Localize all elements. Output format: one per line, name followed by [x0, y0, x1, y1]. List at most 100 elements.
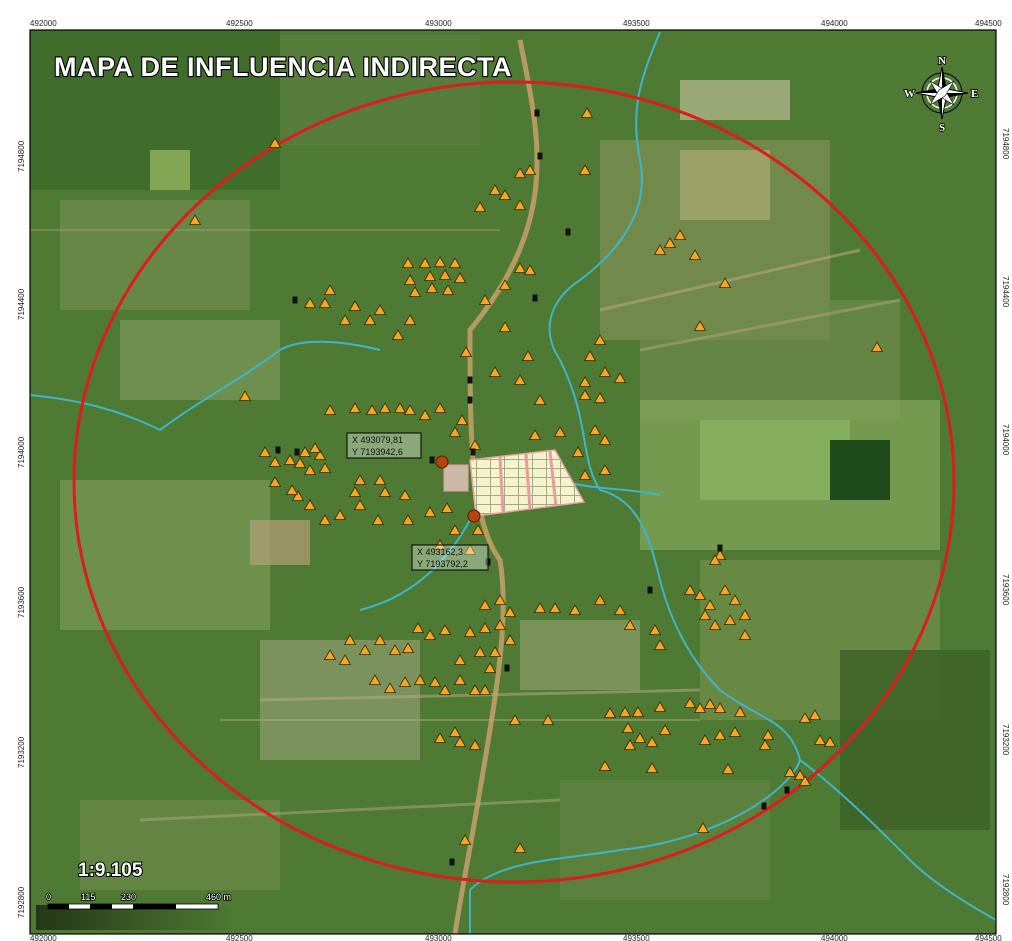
- influence-area-circle: [72, 80, 956, 884]
- house-marker: [423, 629, 437, 640]
- svg-text:X 493162,3: X 493162,3: [417, 547, 463, 557]
- house-marker: [793, 769, 807, 780]
- house-marker: [348, 486, 362, 497]
- svg-text:7193200: 7193200: [1001, 724, 1010, 756]
- house-marker: [371, 514, 385, 525]
- house-marker: [373, 474, 387, 485]
- house-marker: [645, 736, 659, 747]
- house-marker: [473, 201, 487, 212]
- house-marker: [323, 404, 337, 415]
- house-marker: [438, 269, 452, 280]
- house-marker: [438, 624, 452, 635]
- house-marker: [453, 654, 467, 665]
- svg-text:7193600: 7193600: [1001, 574, 1010, 606]
- house-marker: [478, 684, 492, 695]
- house-marker: [313, 449, 327, 460]
- house-marker: [378, 402, 392, 413]
- house-marker: [403, 274, 417, 285]
- house-marker: [398, 489, 412, 500]
- house-marker: [693, 589, 707, 600]
- compass-rose-icon: N S E W: [903, 54, 979, 134]
- infrastructure-marker: [534, 109, 540, 117]
- house-marker: [523, 164, 537, 175]
- infrastructure-marker: [761, 802, 767, 810]
- house-marker: [623, 619, 637, 630]
- house-marker: [391, 329, 405, 340]
- house-marker: [683, 584, 697, 595]
- svg-text:Y 7193942,6: Y 7193942,6: [352, 447, 403, 457]
- house-marker: [733, 706, 747, 717]
- infrastructure-marker: [532, 294, 538, 302]
- house-marker: [568, 604, 582, 615]
- house-marker: [318, 514, 332, 525]
- house-marker: [498, 321, 512, 332]
- house-marker: [703, 698, 717, 709]
- house-marker: [503, 634, 517, 645]
- house-marker: [513, 374, 527, 385]
- house-marker: [578, 469, 592, 480]
- house-marker: [448, 426, 462, 437]
- house-marker: [721, 763, 735, 774]
- house-marker: [463, 626, 477, 637]
- house-marker: [578, 164, 592, 175]
- svg-text:493500: 493500: [623, 934, 650, 941]
- house-marker: [348, 300, 362, 311]
- house-marker: [718, 584, 732, 595]
- house-marker: [598, 366, 612, 377]
- svg-text:S: S: [939, 122, 945, 134]
- house-marker: [468, 684, 482, 695]
- house-marker: [498, 279, 512, 290]
- infrastructure-marker: [647, 586, 653, 594]
- house-markers: [188, 107, 884, 853]
- house-marker: [713, 549, 727, 560]
- house-marker: [593, 594, 607, 605]
- house-marker: [433, 402, 447, 413]
- house-marker: [433, 256, 447, 267]
- infrastructure-marker: [565, 228, 571, 236]
- house-marker: [528, 429, 542, 440]
- house-marker: [298, 446, 312, 457]
- house-marker: [798, 775, 812, 786]
- svg-text:230: 230: [121, 892, 136, 902]
- infrastructure-marker: [504, 664, 510, 672]
- svg-text:7192800: 7192800: [17, 886, 26, 918]
- house-marker: [318, 297, 332, 308]
- house-marker: [613, 604, 627, 615]
- satellite-imagery: [29, 30, 997, 935]
- house-marker: [401, 514, 415, 525]
- house-marker: [513, 167, 527, 178]
- house-marker: [440, 502, 454, 513]
- house-marker: [423, 270, 437, 281]
- house-marker: [408, 286, 422, 297]
- house-marker: [368, 674, 382, 685]
- house-marker: [365, 404, 379, 415]
- grid-y-ticks-right: 7194800 7194400 7194000 7193600 7193200 …: [1001, 128, 1010, 906]
- svg-text:492500: 492500: [226, 19, 253, 28]
- house-marker: [688, 249, 702, 260]
- house-marker: [423, 506, 437, 517]
- house-marker: [578, 376, 592, 387]
- svg-text:493000: 493000: [425, 19, 452, 28]
- grid-x-ticks-bottom: 492000 492500 493000 493500 494000 49450…: [30, 934, 1002, 941]
- house-marker: [738, 609, 752, 620]
- house-marker: [761, 729, 775, 740]
- infrastructure-marker: [467, 396, 473, 404]
- svg-text:7192800: 7192800: [1001, 874, 1010, 906]
- house-marker: [438, 684, 452, 695]
- house-marker: [308, 442, 322, 453]
- house-marker: [343, 634, 357, 645]
- house-marker: [713, 729, 727, 740]
- svg-text:493500: 493500: [623, 19, 650, 28]
- scale-bar: 1:9.105 0 115 230 460 m: [36, 859, 236, 930]
- svg-text:494000: 494000: [821, 19, 848, 28]
- house-marker: [808, 709, 822, 720]
- infrastructure-marker: [470, 448, 476, 456]
- house-marker: [498, 189, 512, 200]
- svg-text:7194400: 7194400: [1001, 276, 1010, 308]
- house-marker: [621, 722, 635, 733]
- house-marker: [473, 646, 487, 657]
- house-marker: [393, 402, 407, 413]
- house-marker: [358, 644, 372, 655]
- coordinate-label-2: X 493162,3 Y 7193792,2: [411, 544, 489, 571]
